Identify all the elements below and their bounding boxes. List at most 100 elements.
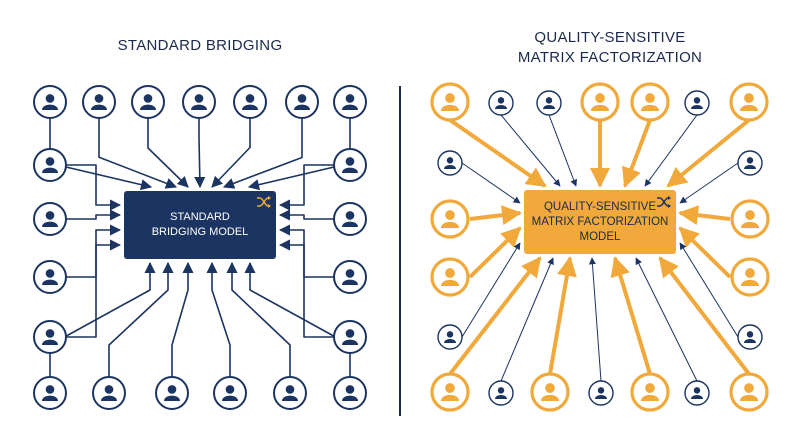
edge-arrow [66, 224, 122, 278]
user-node [333, 148, 367, 182]
user-icon [342, 211, 358, 227]
user-icon [222, 385, 238, 401]
edge-arrow [679, 242, 739, 338]
edge-arrow [548, 256, 577, 375]
user-node [92, 376, 126, 410]
user-icon [42, 157, 58, 173]
edge-arrow [278, 209, 334, 221]
edge-arrow [461, 162, 521, 204]
user-node-low-quality [488, 380, 514, 406]
quality-sensitive-model-box: QUALITY-SENSITIVE MATRIX FACTORIZATION M… [524, 190, 676, 254]
user-icon [591, 93, 609, 111]
edge-arrow [49, 261, 156, 377]
user-icon [741, 210, 759, 228]
user-icon [741, 268, 759, 286]
user-node [333, 376, 367, 410]
user-icon [42, 94, 58, 110]
edge-arrow [244, 261, 351, 377]
edge-arrow [469, 205, 522, 226]
user-node [33, 85, 67, 119]
edge-arrow [548, 114, 578, 187]
user-icon [691, 97, 703, 109]
user-icon [744, 331, 756, 343]
user-node-low-quality [684, 380, 710, 406]
user-icon [691, 387, 703, 399]
user-node-high-quality [430, 199, 470, 239]
user-icon [740, 383, 758, 401]
edge-arrow [226, 261, 291, 377]
edge-arrow [468, 226, 522, 279]
edge-arrow [500, 114, 561, 187]
user-node-low-quality [737, 150, 763, 176]
user-icon [91, 94, 107, 110]
user-node [33, 260, 67, 294]
edge-arrow [222, 118, 303, 189]
edge-arrow [98, 118, 178, 189]
user-node-low-quality [437, 324, 463, 350]
user-node-high-quality [530, 372, 570, 412]
user-icon [342, 157, 358, 173]
user-node-high-quality [580, 82, 620, 122]
user-node-high-quality [630, 82, 670, 122]
user-node [333, 260, 367, 294]
user-icon [541, 383, 559, 401]
right-title-line-2: MATRIX FACTORIZATION [517, 49, 703, 66]
edge-arrow [66, 164, 122, 211]
user-node-low-quality [437, 150, 463, 176]
left-model-label-line-2: BRIDGING MODEL [151, 226, 249, 238]
user-node-low-quality [684, 90, 710, 116]
edge-arrow [678, 205, 731, 226]
user-icon [42, 211, 58, 227]
edge-arrow [147, 118, 189, 188]
user-icon [42, 385, 58, 401]
right-model-label-line-2: MATRIX FACTORIZATION [531, 215, 669, 228]
user-icon [342, 329, 358, 345]
panel-divider [399, 86, 401, 416]
edge-arrow [66, 209, 122, 221]
user-icon [444, 157, 456, 169]
user-icon [42, 329, 58, 345]
edge-arrow [49, 118, 153, 191]
user-node-high-quality [430, 257, 470, 297]
user-icon [342, 269, 358, 285]
user-node [233, 85, 267, 119]
edge-arrow [278, 224, 334, 278]
right-edges [448, 114, 751, 382]
user-icon [444, 331, 456, 343]
edge-arrow [66, 239, 122, 338]
edge-arrow [247, 118, 351, 191]
user-icon [740, 93, 758, 111]
user-node-high-quality [630, 372, 670, 412]
user-icon [140, 94, 156, 110]
user-node [182, 85, 216, 119]
left-nodes [33, 85, 367, 410]
user-node [273, 376, 307, 410]
edge-arrow [448, 256, 542, 376]
user-icon [441, 383, 459, 401]
edge-arrow [194, 118, 206, 189]
user-icon [101, 385, 117, 401]
edge-arrow [171, 261, 194, 377]
user-node-low-quality [536, 90, 562, 116]
user-icon [441, 210, 459, 228]
user-node [285, 85, 319, 119]
user-node-high-quality [730, 199, 770, 239]
edge-arrow [679, 162, 739, 204]
user-icon [495, 97, 507, 109]
user-node [213, 376, 247, 410]
user-node [333, 320, 367, 354]
user-icon [42, 269, 58, 285]
user-node [33, 202, 67, 236]
user-icon [543, 97, 555, 109]
edge-arrow [658, 256, 751, 376]
user-icon [441, 93, 459, 111]
edge-arrow [461, 242, 521, 338]
edge-arrow [644, 114, 698, 187]
user-node-high-quality [730, 257, 770, 297]
shuffle-icon [657, 196, 671, 208]
edge-arrow [206, 261, 231, 377]
user-icon [342, 385, 358, 401]
edge-arrow [588, 257, 602, 382]
edge-arrow [666, 118, 751, 188]
